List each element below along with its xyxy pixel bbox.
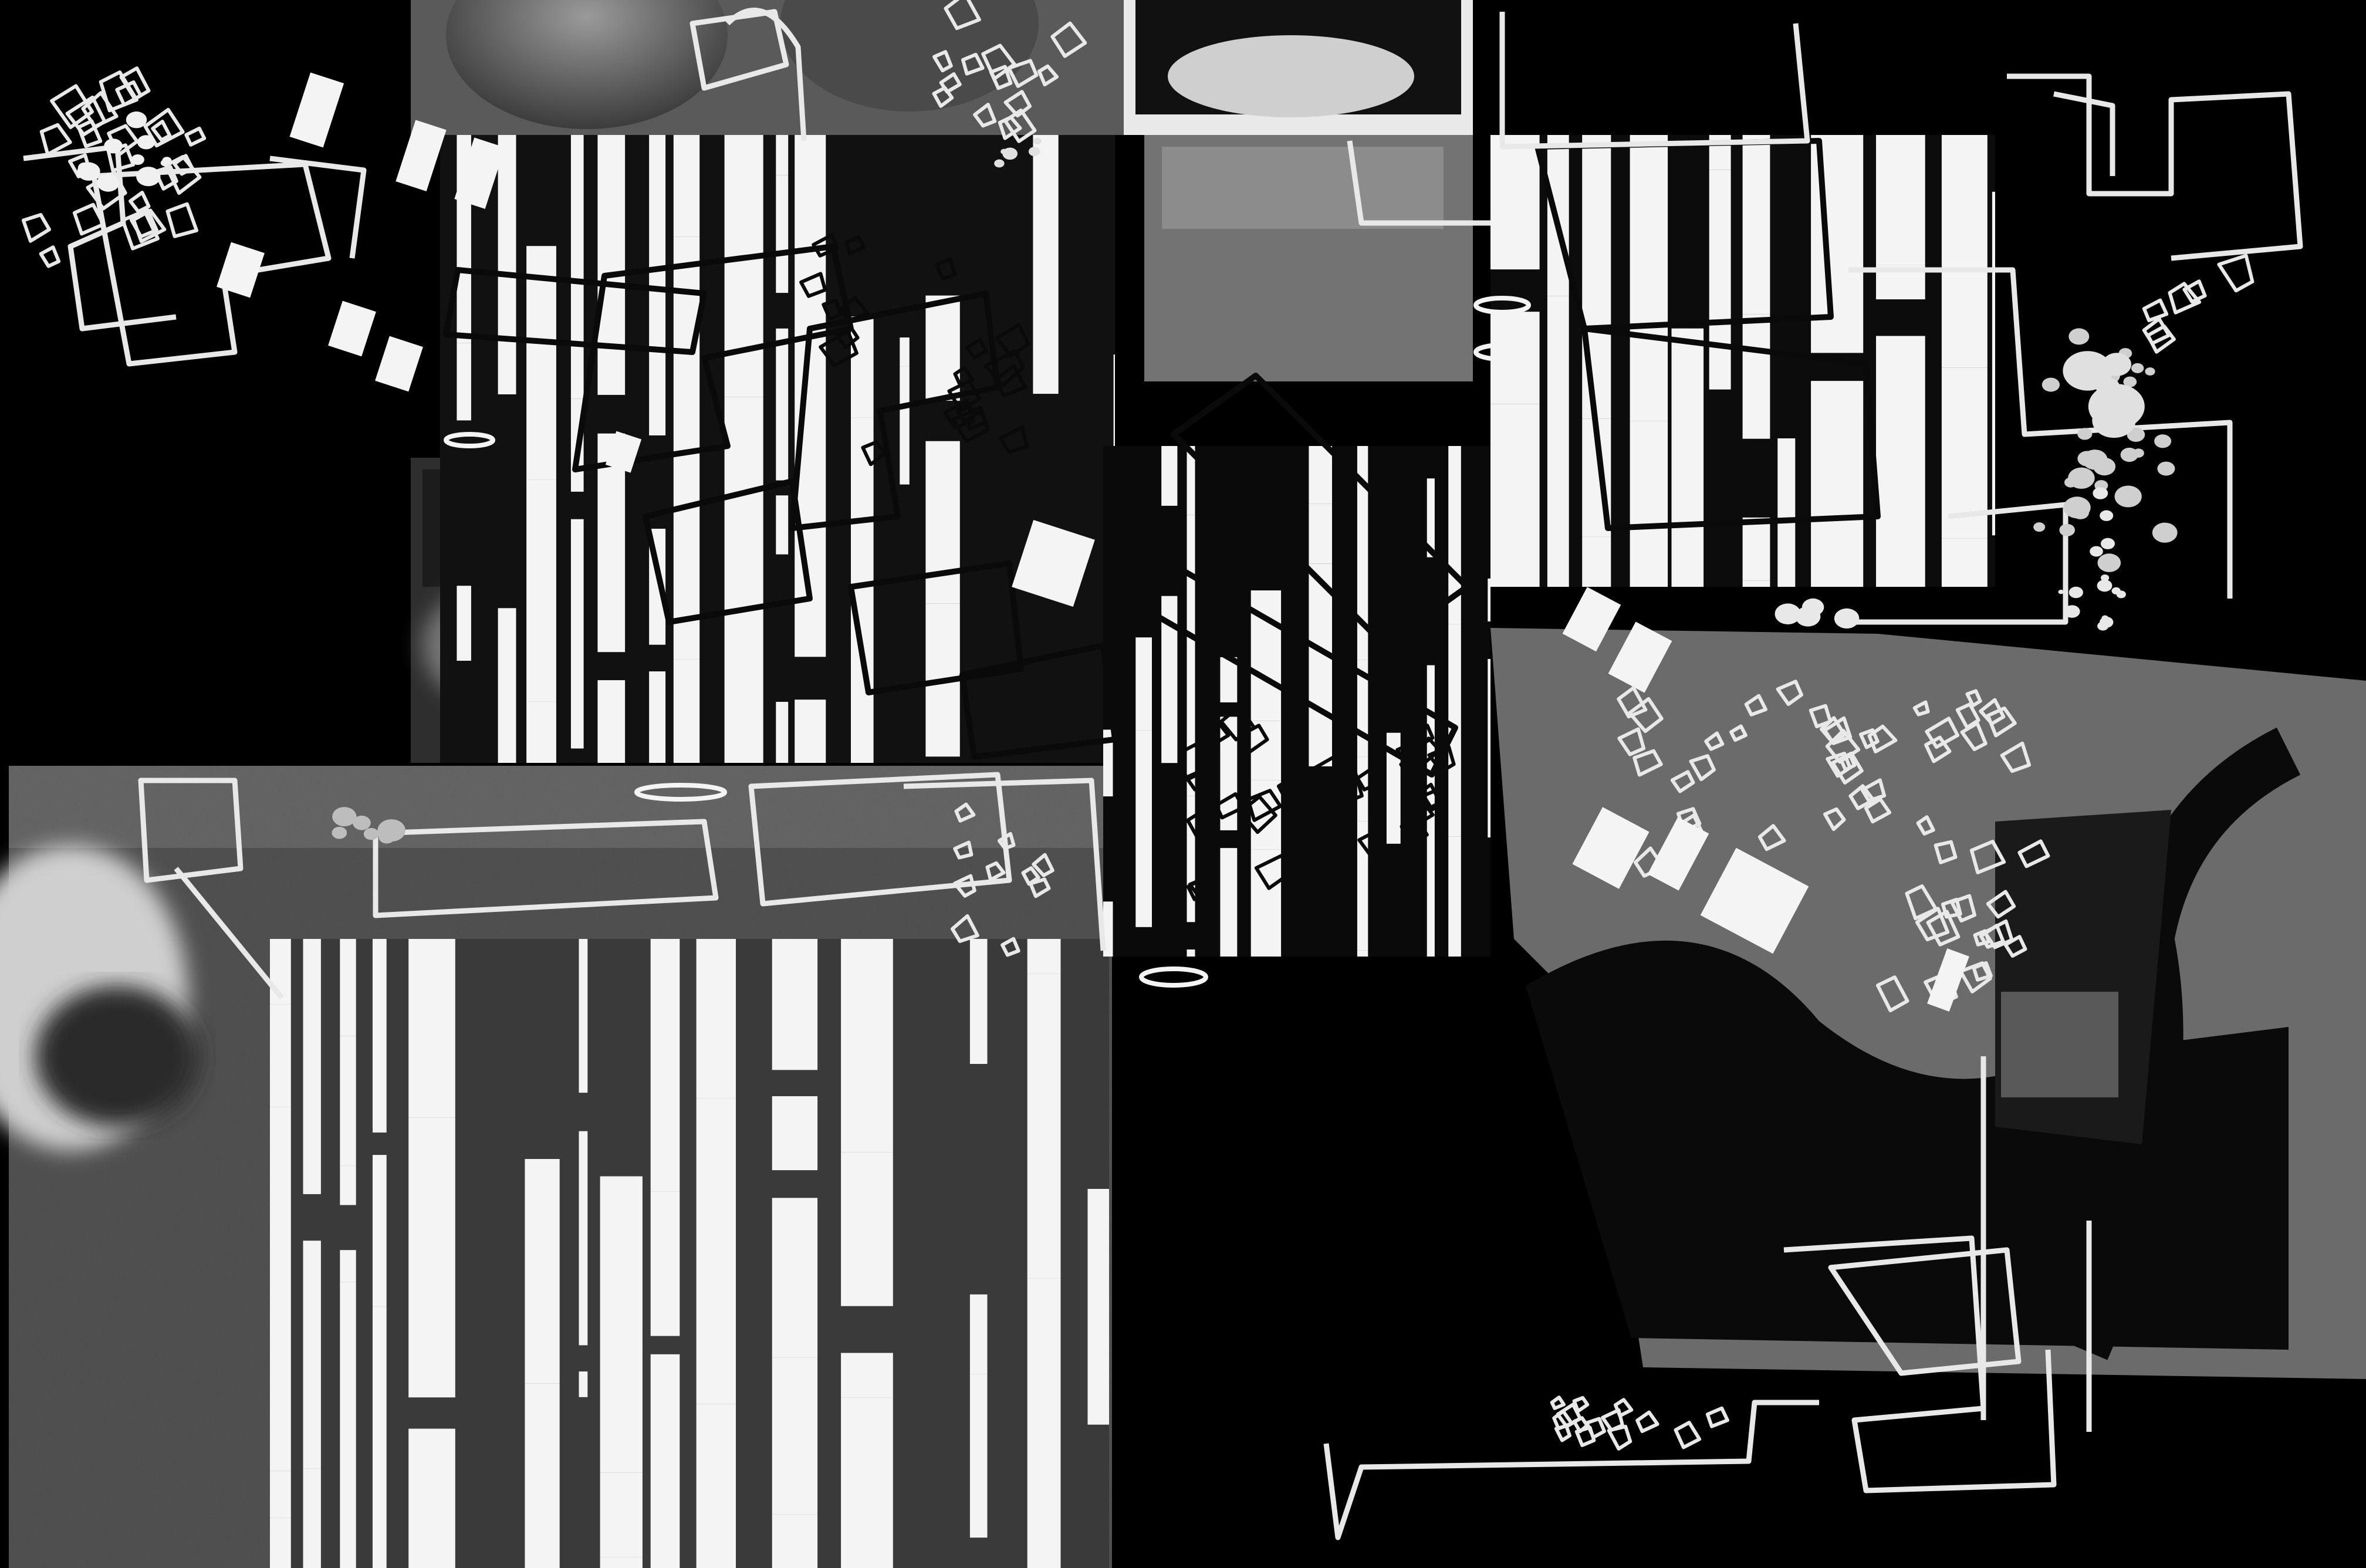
barcode-stripes-top-right <box>1490 135 1995 587</box>
tilted-white-blocks <box>217 72 1969 1012</box>
white-line-drawing <box>23 8 2303 1540</box>
white-pebble-dots <box>77 111 2178 844</box>
barcode-stripes-bottom-left <box>270 939 1109 1568</box>
barcode-stripes-top-center <box>440 135 1115 763</box>
barcode-stripes-center <box>1103 446 1490 957</box>
ellipse-rings <box>444 296 1531 988</box>
black-line-drawing <box>443 138 1881 778</box>
